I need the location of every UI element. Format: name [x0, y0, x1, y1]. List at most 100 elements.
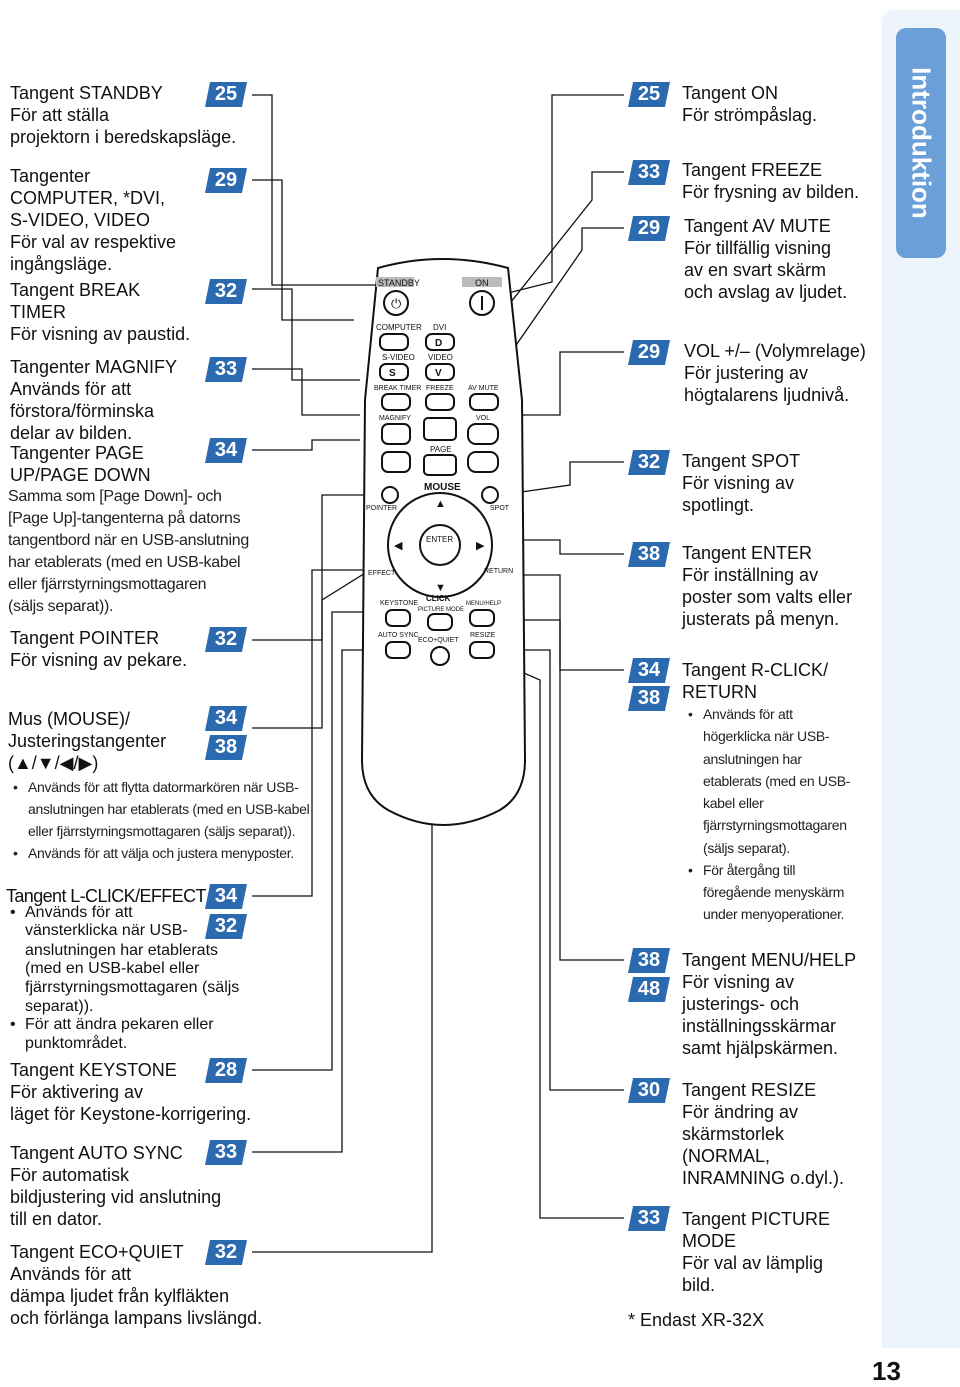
rclick-desc: För återgång till	[688, 859, 796, 882]
rclick-desc: (säljs separat).	[703, 840, 791, 856]
pointer-title: Tangent POINTER	[10, 628, 160, 648]
eco-desc: Används för att	[10, 1264, 132, 1284]
mouse-desc: anslutningen har etablerats (med en USB-…	[28, 801, 310, 817]
lclick-desc: anslutningen har etablerats	[25, 942, 219, 959]
page-ref-badge: 34	[205, 706, 247, 731]
page-ref-badge: 32	[205, 279, 247, 304]
lclick-desc: punktområdet.	[25, 1035, 128, 1052]
remote-label-mouse: MOUSE	[424, 482, 461, 493]
page-down-button[interactable]	[423, 454, 457, 476]
rclick-desc: etablerats (med en USB-	[703, 773, 851, 789]
vol-down-button[interactable]	[467, 451, 499, 473]
remote-label-video: VIDEO	[428, 353, 453, 362]
enter-desc: För inställning av	[682, 565, 819, 585]
page-desc: har etablerats (med en USB-kabel	[8, 554, 241, 571]
spot-button[interactable]	[481, 486, 499, 504]
remote-label-magnify: MAGNIFY	[379, 415, 411, 422]
page-up-button[interactable]	[423, 417, 457, 441]
arrow-up-icon: ▲	[435, 498, 446, 510]
autosync-desc: till en dator.	[10, 1209, 103, 1229]
dvi-button[interactable]	[425, 333, 455, 351]
remote-label-page: PAGE	[430, 445, 452, 454]
freeze-title: Tangent FREEZE	[682, 160, 823, 180]
menu-desc: För visning av	[682, 972, 795, 992]
eco-title: Tangent ECO+QUIET	[10, 1242, 184, 1262]
magnify-minus-button[interactable]	[381, 451, 411, 473]
remote-label-pointer: POINTER	[366, 505, 397, 512]
arrow-left-icon: ◀	[394, 540, 403, 552]
page-ref-badge: 32	[205, 1240, 247, 1265]
page-ref-badge: 38	[628, 948, 670, 973]
spot-title: Tangent SPOT	[682, 451, 801, 471]
rclick-desc: högerklicka när USB-	[703, 728, 830, 744]
keystone-button[interactable]	[385, 609, 411, 627]
eco-quiet-button[interactable]	[430, 646, 450, 666]
pointer-button[interactable]	[381, 486, 399, 504]
remote-label-svideo: S-VIDEO	[382, 353, 415, 362]
remote-label-menu-help: MENU/HELP	[466, 601, 501, 607]
page-ref-badge: 34	[205, 438, 247, 463]
spot-desc: spotlingt.	[682, 495, 755, 515]
standby-button[interactable]	[383, 290, 409, 316]
svideo-button[interactable]	[379, 363, 409, 381]
picture-mode-button[interactable]	[427, 613, 453, 631]
page-ref-badge: 34	[628, 658, 670, 683]
on-title: Tangent ON	[682, 83, 779, 103]
page-ref-badge: 32	[205, 914, 247, 939]
lclick-title: Tangent L-CLICK/EFFECT	[6, 886, 206, 906]
autosync-title: Tangent AUTO SYNC	[10, 1143, 183, 1163]
avmute-desc: av en svart skärm	[684, 260, 827, 280]
enter-title: Tangent ENTER	[682, 543, 813, 563]
svideo-key-label: S	[389, 368, 396, 379]
auto-sync-button[interactable]	[385, 641, 411, 659]
dvi-key-label: D	[435, 338, 442, 349]
video-button[interactable]	[425, 363, 455, 381]
page-desc: tangentbord när en USB-anslutning	[8, 532, 249, 549]
remote-label-dvi: DVI	[433, 323, 446, 332]
on-desc: För strömpåslag.	[682, 105, 818, 125]
spot-desc: För visning av	[682, 473, 795, 493]
break-desc: För visning av paustid.	[10, 324, 191, 344]
page-title: UP/PAGE DOWN	[10, 465, 151, 485]
computer-button[interactable]	[379, 333, 409, 351]
page-ref-badge: 33	[628, 160, 670, 185]
page-ref-badge: 29	[628, 340, 670, 365]
magnify-desc: förstora/förminska	[10, 401, 155, 421]
magnify-plus-button[interactable]	[381, 423, 411, 445]
page-desc: (säljs separat)).	[8, 598, 114, 615]
freeze-button[interactable]	[425, 393, 455, 411]
rclick-desc: Används för att	[688, 703, 793, 726]
picture-title: Tangent PICTURE	[682, 1209, 831, 1229]
break-title: TIMER	[10, 302, 66, 322]
vol-desc: För justering av	[684, 363, 809, 383]
computer-title: S-VIDEO, VIDEO	[10, 210, 151, 230]
remote-label-enter: ENTER	[426, 535, 453, 544]
eco-desc: dämpa ljudet från kylfläkten	[10, 1286, 230, 1306]
computer-desc: För val av respektive	[10, 232, 177, 252]
remote-label-vol: VOL	[476, 415, 490, 422]
page-number: 13	[872, 1356, 901, 1386]
menu-help-button[interactable]	[469, 609, 495, 627]
menu-title: Tangent MENU/HELP	[682, 950, 857, 970]
vol-up-button[interactable]	[467, 423, 499, 445]
resize-button[interactable]	[469, 641, 495, 659]
page-ref-badge: 32	[628, 450, 670, 475]
arrow-right-icon: ▶	[476, 540, 485, 552]
av-mute-button[interactable]	[469, 393, 499, 411]
standby-desc: projektorn i beredskapsläge.	[10, 127, 237, 147]
mouse-desc: Används för att flytta datormarkören när…	[13, 776, 299, 799]
page-ref-badge: 25	[205, 82, 247, 107]
arrow-down-icon: ▼	[435, 582, 446, 594]
page-ref-badge: 25	[628, 82, 670, 107]
remote-label-av-mute: AV MUTE	[468, 385, 499, 392]
footnote: * Endast XR-32X	[628, 1310, 765, 1330]
remote-label-keystone: KEYSTONE	[380, 600, 418, 607]
enter-button[interactable]	[419, 524, 461, 566]
rclick-desc: fjärrstyrningsmottagaren	[703, 817, 847, 833]
rclick-desc: under menyoperationer.	[703, 906, 845, 922]
break-timer-button[interactable]	[381, 393, 411, 411]
mouse-title: (▲/▼/◀/▶)	[8, 753, 99, 773]
remote-label-click: CLICK	[426, 594, 451, 603]
menu-desc: samt hjälpskärmen.	[682, 1038, 839, 1058]
